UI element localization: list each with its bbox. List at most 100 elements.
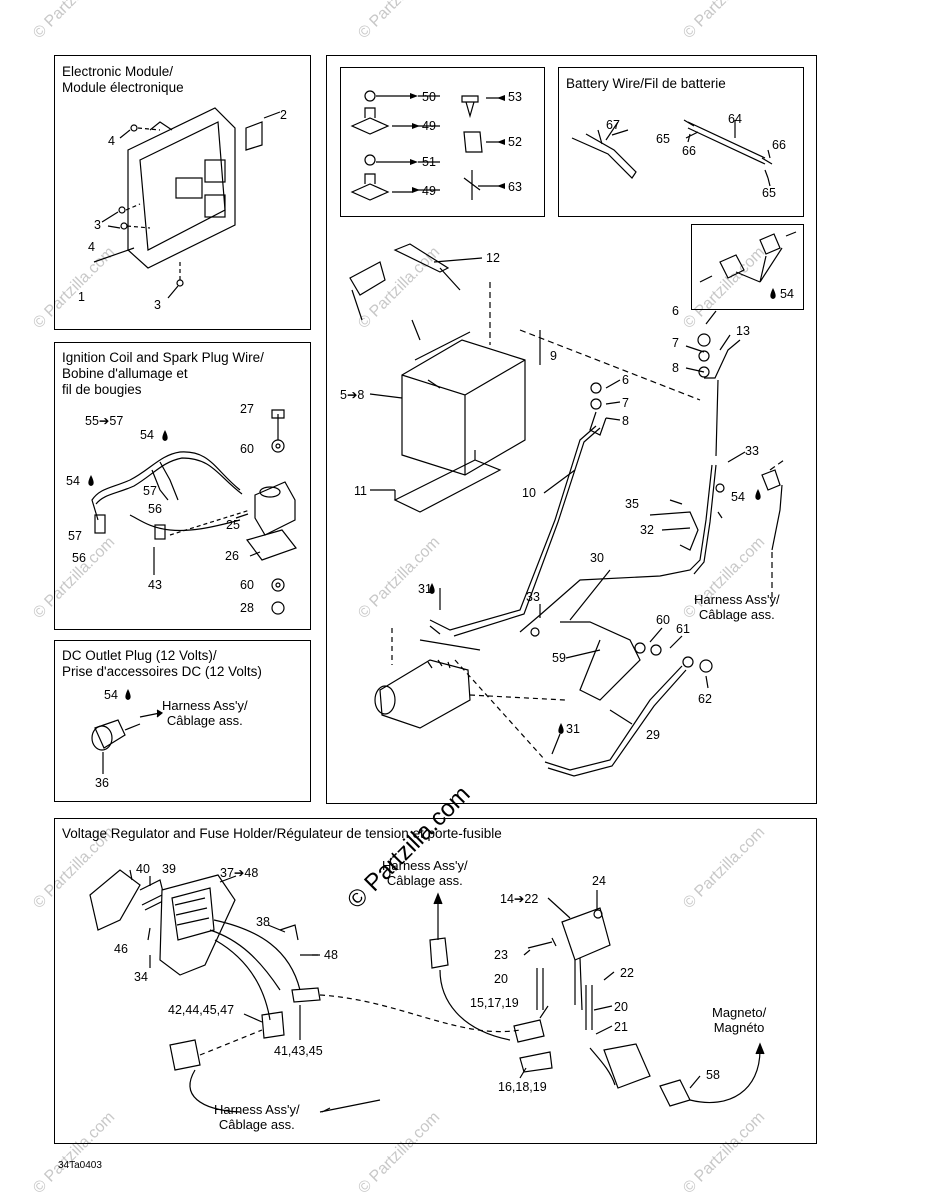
callout-39: 39 bbox=[162, 862, 176, 876]
callout-31: 31 bbox=[418, 582, 432, 596]
callout-50: 50 bbox=[422, 90, 436, 104]
drop-icon bbox=[162, 430, 168, 441]
callout-21: 21 bbox=[614, 1020, 628, 1034]
electronic-module-title: Electronic Module/ Module électronique bbox=[62, 64, 184, 95]
battery-section-panel bbox=[326, 55, 817, 804]
diagram-code: 34Ta0403 bbox=[58, 1160, 102, 1171]
callout-9: 9 bbox=[550, 349, 557, 363]
callout-3: 3 bbox=[154, 298, 161, 312]
callout-37-48: 37➔48 bbox=[220, 866, 259, 880]
callout-10: 10 bbox=[522, 486, 536, 500]
ignition-title: Ignition Coil and Spark Plug Wire/ Bobin… bbox=[62, 350, 264, 397]
callout-4: 4 bbox=[108, 134, 115, 148]
callout-25: 25 bbox=[226, 518, 240, 532]
callout-8: 8 bbox=[622, 414, 629, 428]
callout-60: 60 bbox=[240, 578, 254, 592]
callout-13: 13 bbox=[736, 324, 750, 338]
callout-20: 20 bbox=[494, 972, 508, 986]
callout-66: 66 bbox=[682, 144, 696, 158]
callout-41-43-45: 41,43,45 bbox=[274, 1044, 323, 1058]
callout-42-44-45-47: 42,44,45,47 bbox=[168, 1003, 235, 1017]
callout-7: 7 bbox=[622, 396, 629, 410]
callout-27: 27 bbox=[240, 402, 254, 416]
callout-29: 29 bbox=[646, 728, 660, 742]
ignition-coil-drawing bbox=[91, 409, 297, 615]
harness-note-battery: Harness Ass'y/ Câblage ass. bbox=[694, 592, 780, 622]
callout-33: 33 bbox=[745, 444, 759, 458]
electronic-module-panel bbox=[54, 55, 311, 330]
battery-wire-drawing bbox=[571, 119, 773, 179]
callout-59: 59 bbox=[552, 651, 566, 665]
callout-61: 61 bbox=[676, 622, 690, 636]
callout-38: 38 bbox=[256, 915, 270, 929]
battery-drawing bbox=[349, 243, 785, 637]
callout-46: 46 bbox=[114, 942, 128, 956]
callout-66: 66 bbox=[772, 138, 786, 152]
callout-48: 48 bbox=[324, 948, 338, 962]
callout-65: 65 bbox=[656, 132, 670, 146]
callout-20: 20 bbox=[614, 1000, 628, 1014]
callout-15-17-19: 15,17,19 bbox=[470, 996, 519, 1010]
connector-subpanel bbox=[691, 224, 804, 310]
fasteners-subpanel bbox=[340, 67, 545, 217]
callout-7: 7 bbox=[672, 336, 679, 350]
voltage-regulator-panel bbox=[54, 818, 817, 1144]
callout-26: 26 bbox=[225, 549, 239, 563]
drop-icon bbox=[770, 288, 776, 299]
drop-icon bbox=[429, 583, 435, 594]
callout-55-57: 55➔57 bbox=[85, 414, 124, 428]
battery-wire-title: Battery Wire/Fil de batterie bbox=[566, 76, 726, 91]
callout-5-8: 5➔8 bbox=[340, 388, 365, 402]
drop-icon bbox=[558, 723, 564, 734]
callout-43: 43 bbox=[148, 578, 162, 592]
callout-49: 49 bbox=[422, 184, 436, 198]
callout-57: 57 bbox=[143, 484, 157, 498]
callout-54: 54 bbox=[66, 474, 80, 488]
voltage-regulator-drawing bbox=[89, 869, 765, 1113]
harness-note-vr-bottom: Harness Ass'y/ Câblage ass. bbox=[214, 1102, 300, 1132]
callout-65: 65 bbox=[762, 186, 776, 200]
callout-12: 12 bbox=[486, 251, 500, 265]
callout-51: 51 bbox=[422, 155, 436, 169]
callout-33: 33 bbox=[526, 590, 540, 604]
callout-56: 56 bbox=[72, 551, 86, 565]
callout-60: 60 bbox=[240, 442, 254, 456]
callout-8: 8 bbox=[672, 361, 679, 375]
callout-23: 23 bbox=[494, 948, 508, 962]
callout-60: 60 bbox=[656, 613, 670, 627]
callout-67: 67 bbox=[606, 118, 620, 132]
voltage-regulator-title: Voltage Regulator and Fuse Holder/Régula… bbox=[62, 826, 502, 841]
callout-6: 6 bbox=[622, 373, 629, 387]
starter-drawing bbox=[374, 621, 713, 777]
callout-54: 54 bbox=[140, 428, 154, 442]
callout-3: 3 bbox=[94, 218, 101, 232]
connector-drawing bbox=[699, 231, 797, 283]
drop-icon bbox=[755, 489, 761, 500]
callout-14-22: 14➔22 bbox=[500, 892, 539, 906]
ignition-panel bbox=[54, 342, 311, 630]
drop-icon bbox=[125, 689, 131, 700]
callout-49: 49 bbox=[422, 119, 436, 133]
dc-outlet-panel bbox=[54, 640, 311, 802]
harness-note-vr-top: Harness Ass'y/ Câblage ass. bbox=[382, 858, 468, 888]
callout-58: 58 bbox=[706, 1068, 720, 1082]
callout-6: 6 bbox=[672, 304, 679, 318]
callout-40: 40 bbox=[136, 862, 150, 876]
callout-54: 54 bbox=[104, 688, 118, 702]
callout-62: 62 bbox=[698, 692, 712, 706]
callout-2: 2 bbox=[280, 108, 287, 122]
callout-28: 28 bbox=[240, 601, 254, 615]
leader-lines bbox=[129, 95, 771, 1089]
callout-16-18-19: 16,18,19 bbox=[498, 1080, 547, 1094]
callout-4: 4 bbox=[88, 240, 95, 254]
callout-34: 34 bbox=[134, 970, 148, 984]
electronic-module-drawing bbox=[93, 107, 281, 299]
callout-64: 64 bbox=[728, 112, 742, 126]
callout-30: 30 bbox=[590, 551, 604, 565]
callout-63: 63 bbox=[508, 180, 522, 194]
callout-56: 56 bbox=[148, 502, 162, 516]
drop-icon bbox=[88, 475, 94, 486]
callout-54: 54 bbox=[731, 490, 745, 504]
dc-outlet-title: DC Outlet Plug (12 Volts)/ Prise d'acces… bbox=[62, 648, 262, 679]
